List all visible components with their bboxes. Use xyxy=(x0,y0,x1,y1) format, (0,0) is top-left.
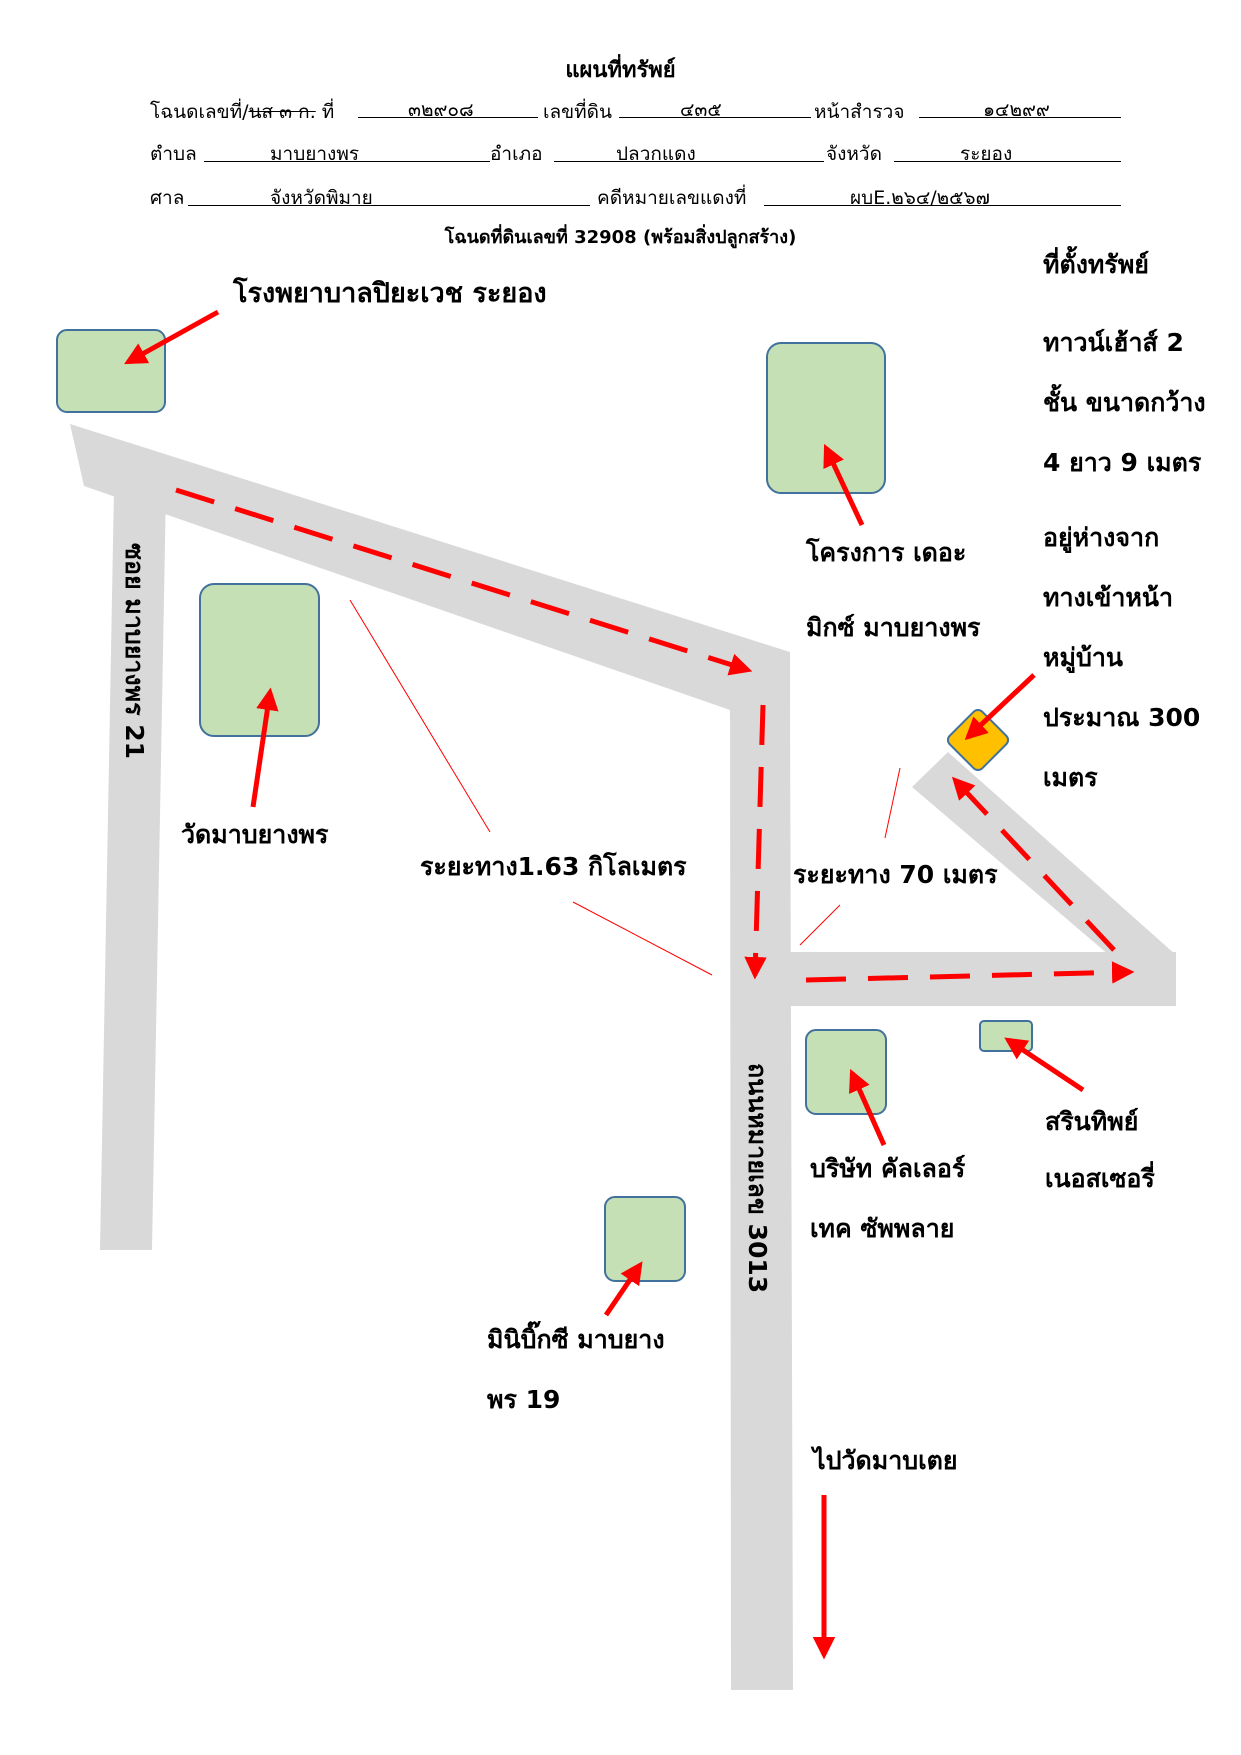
nursery-box xyxy=(979,1020,1033,1052)
distance-leaders xyxy=(349,599,901,976)
highway-road-name: ถนนหมายเลข 3013 xyxy=(743,1063,772,1294)
route-segment-2 xyxy=(744,704,767,980)
route-segment-4 xyxy=(951,776,1116,952)
location-info-line: อยู่ห่างจาก xyxy=(1043,523,1160,552)
deed-no-label: โฉนดเลขที่/นส ๓ ก. ที่ xyxy=(150,101,335,123)
land-no-value: ๔๓๕ xyxy=(680,99,722,121)
route-segment-3 xyxy=(805,961,1135,984)
court-label: ศาล xyxy=(150,187,185,209)
nursery-label-line2: เนอสเซอรี่ xyxy=(1045,1164,1155,1193)
arrow-to-minibigc xyxy=(603,1261,643,1317)
deed-no-value: ๓๒๙๐๘ xyxy=(408,99,474,121)
map-title: แผนที่ทรัพย์ xyxy=(565,58,676,83)
arrow-to-hospital xyxy=(124,309,220,365)
arrow-to-property xyxy=(964,673,1036,741)
company-box xyxy=(805,1029,887,1115)
location-info-line: ประมาณ 300 xyxy=(1043,703,1201,732)
subdistrict-value: มาบยางพร xyxy=(270,143,360,165)
deed-type-struck: นส ๓ ก. xyxy=(248,101,316,123)
soi-road-name: ซอย มาบยางพร 21 xyxy=(120,543,149,760)
arrow-to-company xyxy=(849,1068,887,1147)
location-info-line: ทาวน์เฮ้าส์ 2 xyxy=(1043,328,1184,357)
company-label-line1: บริษัท คัลเลอร์ xyxy=(810,1154,966,1183)
location-info-line: เมตร xyxy=(1043,763,1098,792)
land-no-label: เลขที่ดิน xyxy=(543,101,612,123)
survey-page-value: ๑๔๒๙๙ xyxy=(983,99,1050,121)
case-label: คดีหมายเลขแดงที่ xyxy=(597,187,747,209)
district-value: ปลวกแดง xyxy=(616,143,696,165)
nursery-label-line1: สรินทิพย์ xyxy=(1045,1107,1139,1136)
hospital-box xyxy=(56,329,166,413)
distance-main-label: ระยะทาง1.63 กิโลเมตร xyxy=(420,852,687,881)
location-info-line: ทางเข้าหน้า xyxy=(1043,583,1174,612)
company-label-line2: เทค ซัพพลาย xyxy=(810,1214,955,1243)
province-value: ระยอง xyxy=(960,143,1013,165)
road-top-diagonal xyxy=(70,424,790,710)
subdistrict-label: ตำบล xyxy=(150,143,197,165)
distance-short-label: ระยะทาง 70 เมตร xyxy=(793,860,998,889)
hospital-label: โรงพยาบาลปิยะเวช ระยอง xyxy=(233,278,547,309)
survey-page-label: หน้าสำรวจ xyxy=(814,101,905,123)
province-label: จังหวัด xyxy=(826,143,882,165)
road-diagonal-to-property xyxy=(912,752,1176,990)
arrow-to-nursery xyxy=(1004,1037,1085,1093)
arrow-to-temple xyxy=(250,687,279,808)
location-info-heading: ที่ตั้งทรัพย์ xyxy=(1043,250,1149,279)
arrow-to-project xyxy=(823,443,865,527)
location-info-line: หมู่บ้าน xyxy=(1043,643,1123,672)
direction-label: ไปวัดมาบเตย xyxy=(813,1446,958,1475)
project-label-line1: โครงการ เดอะ xyxy=(806,538,967,567)
road-east-branch xyxy=(788,952,1176,1006)
location-info-line: 4 ยาว 9 เมตร xyxy=(1043,448,1202,477)
location-info-line: ชั้น ขนาดกว้าง xyxy=(1043,388,1206,417)
road-soi-maabyangporn-21 xyxy=(100,488,166,1250)
project-box xyxy=(766,342,886,494)
minibigc-label-line1: มินิบิ๊กซี มาบยาง xyxy=(487,1325,665,1354)
minibigc-label-line2: พร 19 xyxy=(487,1385,561,1414)
route-segment-1 xyxy=(175,487,753,676)
temple-label: วัดมาบยางพร xyxy=(181,820,329,849)
map-subtitle: โฉนดที่ดินเลขที่ 32908 (พร้อมสิ่งปลูกสร้… xyxy=(444,227,797,248)
pointer-arrows xyxy=(124,309,1085,1660)
court-value: จังหวัดพิมาย xyxy=(270,187,373,209)
route xyxy=(175,487,1135,984)
roads xyxy=(70,424,1176,1690)
district-label: อำเภอ xyxy=(490,143,543,165)
minibigc-box xyxy=(604,1196,686,1282)
case-value: ผบE.๒๖๔/๒๕๖๗ xyxy=(850,187,990,209)
temple-box xyxy=(199,583,320,737)
road-highway-3013 xyxy=(730,700,793,1690)
project-label-line2: มิกซ์ มาบยางพร xyxy=(806,613,981,642)
